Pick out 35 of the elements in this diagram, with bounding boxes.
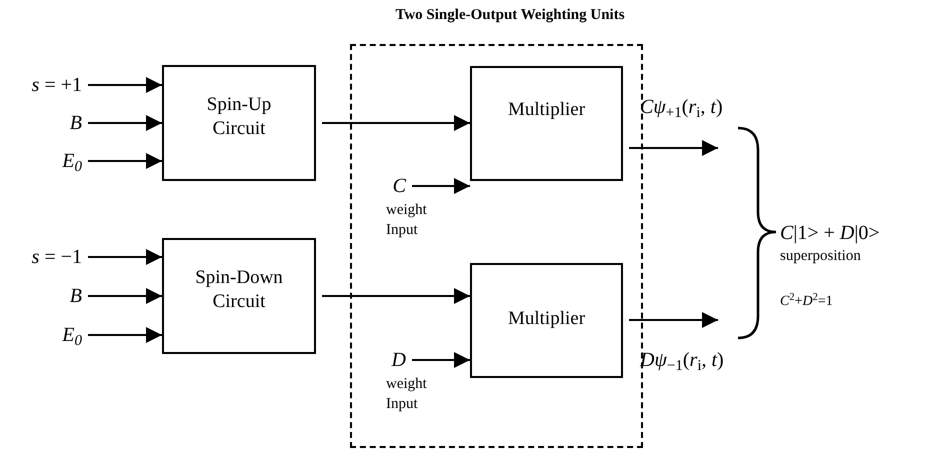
block-box (470, 263, 623, 378)
block-label: Spin-Up Circuit (206, 93, 272, 141)
signal-label: C (392, 174, 406, 198)
block-label: Multiplier (506, 98, 586, 122)
input-caption: weight Input (386, 375, 428, 414)
arrow (322, 115, 470, 131)
signal-label: s = +1 (32, 73, 82, 97)
arrow (88, 153, 162, 169)
arrow (88, 115, 162, 131)
signal-label: B (70, 284, 82, 308)
block-box (162, 65, 316, 181)
normalization-formula: C$^{2}$+D$^{2}$=1 (780, 291, 833, 311)
arrow (88, 327, 162, 343)
block-box (470, 66, 623, 181)
caption-text: superposition (780, 247, 861, 266)
arrow (629, 312, 718, 328)
group-title: Two Single-Output Weighting Units (394, 6, 626, 25)
arrow (322, 288, 470, 304)
signal-label: s = −1 (32, 245, 82, 269)
input-caption: weight Input (386, 201, 428, 240)
signal-label: E$_{0}$ (62, 149, 82, 173)
arrow (88, 288, 162, 304)
arrow (629, 140, 718, 156)
block-label: Multiplier (506, 307, 586, 331)
signal-label: B (70, 111, 82, 135)
arrow (88, 77, 162, 93)
block-box (162, 238, 316, 354)
signal-label: D (392, 348, 406, 372)
arrow (88, 249, 162, 265)
superposition-formula: C|1> + D|0> (780, 221, 880, 246)
arrow (412, 178, 470, 194)
arrow (412, 352, 470, 368)
signal-label: E$_{0}$ (62, 323, 82, 347)
block-label: Spin-Down Circuit (194, 266, 284, 314)
output-formula: Dψ$_{−1}$(r$_{i}$, t) (640, 348, 724, 375)
